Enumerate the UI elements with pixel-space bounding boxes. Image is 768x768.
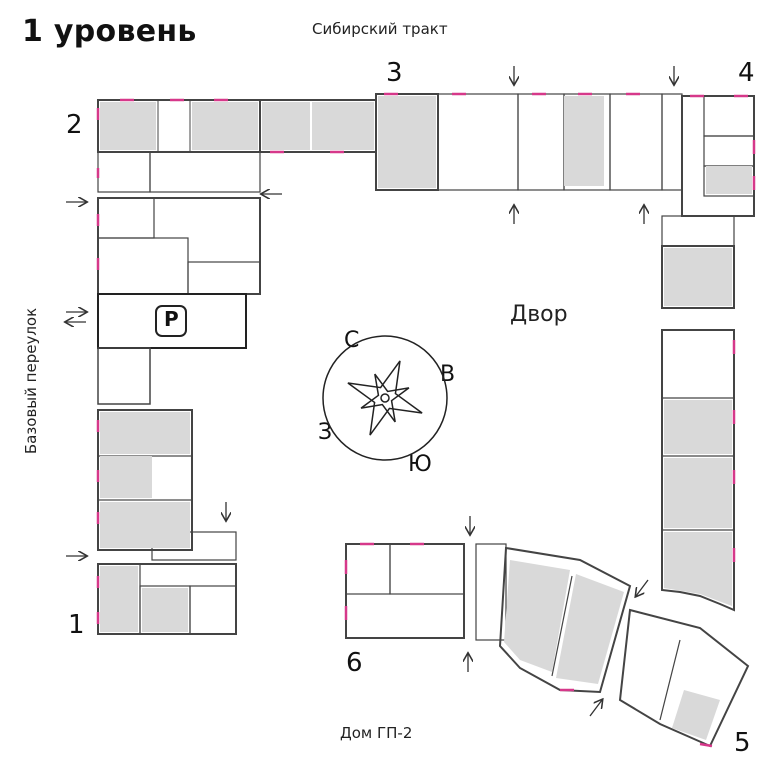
section-4-label[interactable]: 4: [738, 58, 755, 88]
compass-west-label: З: [318, 420, 333, 445]
section-2-label[interactable]: 2: [66, 110, 83, 140]
right-wing: [661, 329, 735, 612]
parking-label: P: [164, 307, 179, 331]
section-6-label[interactable]: 6: [346, 648, 363, 678]
compass-north-label: С: [344, 328, 360, 353]
left-wing: [97, 99, 261, 635]
section-1-label[interactable]: 1: [68, 610, 85, 640]
top-commercial: [262, 96, 752, 306]
street-label-bottom: Дом ГП-2: [340, 724, 413, 742]
yard-label: Двор: [510, 302, 568, 327]
window-marks: [96, 92, 756, 748]
entrance-arrow-icon: [66, 66, 674, 717]
bottom-commercial: [504, 560, 720, 740]
section-5-label[interactable]: 5: [734, 728, 751, 758]
parking-icon: [155, 305, 187, 337]
section-3-label[interactable]: 3: [386, 58, 403, 88]
compass-east-label: В: [440, 362, 456, 387]
right-commercial: [664, 400, 732, 606]
street-label-top: Сибирский тракт: [312, 20, 448, 38]
compass-south-label: Ю: [408, 452, 432, 477]
page-title: 1 уровень: [22, 14, 197, 49]
compass-rose-icon: [322, 335, 448, 461]
left-commercial: [100, 102, 258, 632]
